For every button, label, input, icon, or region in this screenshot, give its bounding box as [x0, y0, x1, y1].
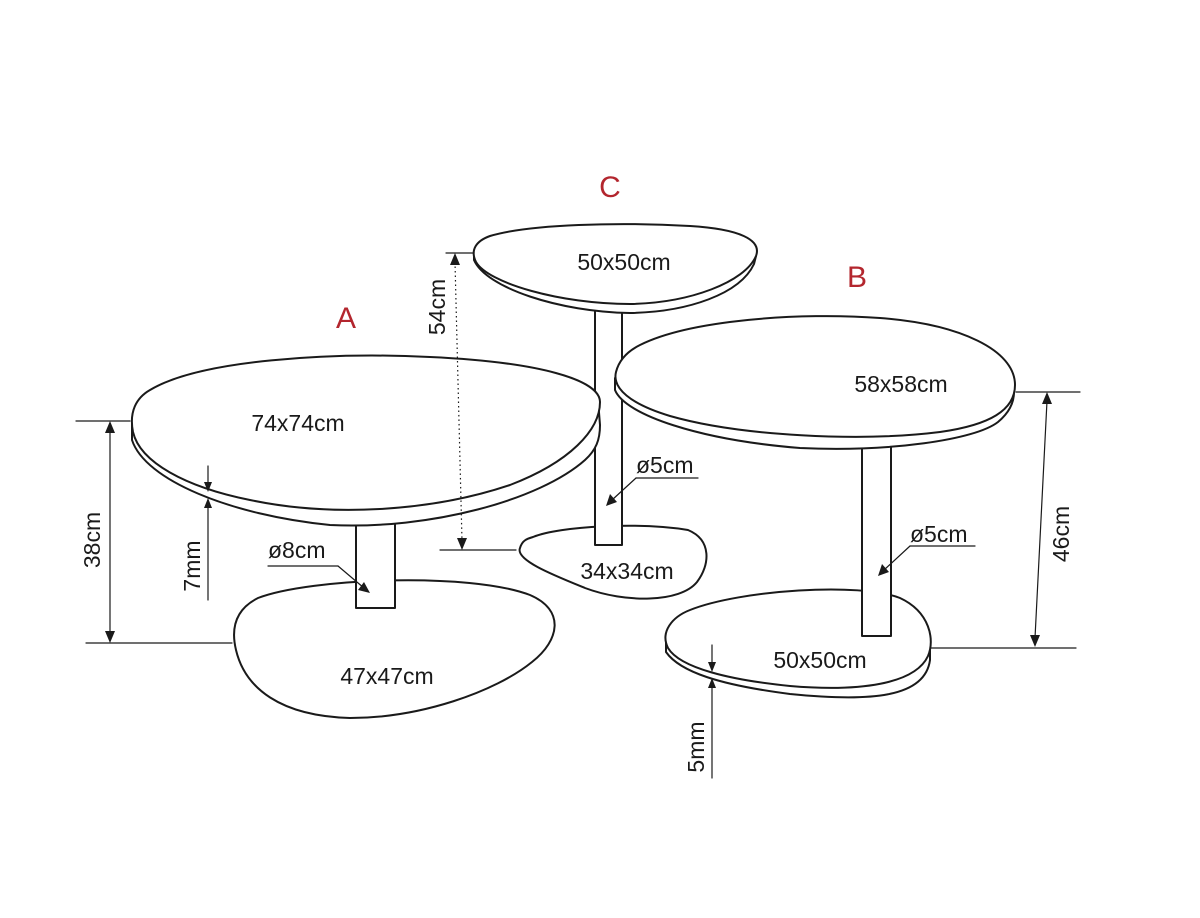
table-a-pillar [355, 519, 396, 609]
table-a-base-size: 47x47cm [340, 663, 433, 689]
dim-a-thickness-arrow-bottom [204, 498, 212, 508]
dim-a-pillar-leader [337, 565, 365, 589]
table-a-pillar-diameter: ø8cm [268, 537, 326, 563]
dim-c-height-arrow-top [450, 253, 460, 265]
table-b [614, 315, 1016, 699]
labels: C A B 50x50cm 74x74cm 58x58cm 34x34cm 47… [79, 171, 1074, 773]
table-a-top-size: 74x74cm [251, 410, 344, 436]
dim-c-height-line [454, 261, 463, 542]
table-a-base [233, 579, 556, 719]
dimension-lines [75, 252, 1081, 779]
table-b-base-thickness: 5mm [683, 721, 709, 772]
dim-a-height-arrow-bottom [105, 631, 115, 643]
dim-b-pillar-leader [883, 545, 911, 571]
table-a-height: 38cm [79, 512, 105, 568]
dim-b-thickness-arrow-top [708, 662, 716, 672]
table-c-top [472, 223, 758, 305]
dim-c-pillar-leader [611, 477, 637, 501]
table-c-letter: C [599, 171, 621, 204]
dim-c-pillar-arrow [606, 494, 617, 506]
table-b-pillar-diameter: ø5cm [910, 521, 968, 547]
table-c-height: 54cm [424, 279, 450, 335]
table-c-base-size: 34x34cm [580, 558, 673, 584]
table-b-letter: B [847, 261, 867, 294]
table-b-pillar [861, 439, 892, 637]
dim-b-height-arrow-top [1042, 392, 1052, 404]
dim-c-height-arrow-bottom [457, 538, 467, 550]
table-c-pillar-diameter: ø5cm [636, 452, 694, 478]
dim-b-height-arrow-bottom [1030, 635, 1040, 647]
dim-b-pillar-arrow [878, 564, 889, 576]
dim-a-height-arrow-top [105, 421, 115, 433]
table-a-top [131, 354, 601, 511]
table-a [131, 354, 601, 719]
table-b-height: 46cm [1048, 506, 1074, 562]
table-c-base [518, 524, 708, 600]
table-b-top-size: 58x58cm [854, 371, 947, 397]
dim-a-thickness-arrow-top [204, 482, 212, 492]
dim-a-pillar-arrow [358, 582, 370, 593]
dim-b-height-line [1034, 400, 1048, 639]
table-a-letter: A [336, 302, 356, 335]
dim-b-thickness-arrow-bottom [708, 678, 716, 688]
table-b-top [614, 315, 1016, 438]
table-a-top-thickness: 7mm [179, 540, 205, 591]
table-b-base-size: 50x50cm [773, 647, 866, 673]
table-c-top-size: 50x50cm [577, 249, 670, 275]
